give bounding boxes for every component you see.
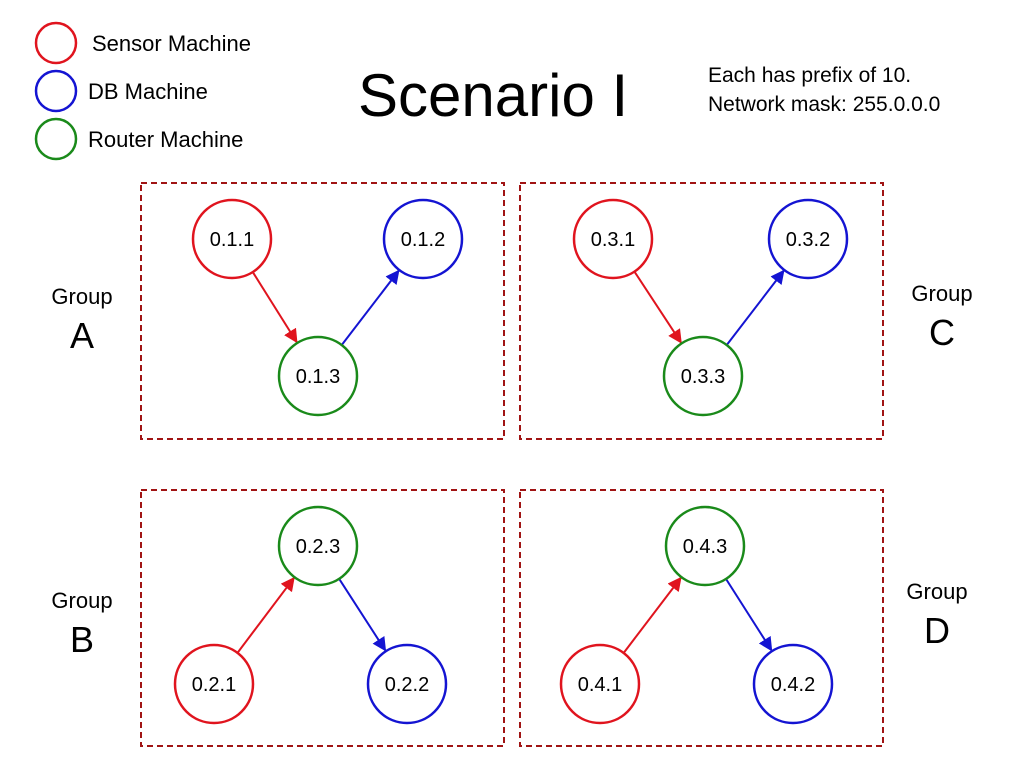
group-a-letter: A [69, 315, 94, 356]
group-d-db-node [752, 643, 834, 725]
group-b-router-address: 0.2.3 [296, 536, 340, 558]
legend-router-label: Router Machine [88, 127, 244, 152]
group-d-sensor-node [559, 643, 641, 725]
group-b-sensor-node [173, 643, 255, 725]
edge-c-router-to-db [725, 269, 785, 346]
prefix-note: Each has prefix of 10. [708, 64, 912, 87]
group-a-router-node [277, 335, 359, 417]
group-b-letter: B [69, 619, 94, 660]
group-b-router-node [277, 505, 359, 587]
group-c-db-address: 0.3.2 [786, 229, 830, 251]
group-a-sensor-address: 0.1.1 [210, 229, 254, 251]
group-d-box [519, 489, 884, 747]
group-c-box [519, 182, 884, 440]
group-c-router-address: 0.3.3 [681, 366, 725, 388]
group-a-router-address: 0.1.3 [296, 366, 340, 388]
group-a-sensor-node [191, 198, 273, 280]
edge-c-sensor-to-router [633, 271, 682, 344]
group-c-letter: C [929, 312, 955, 353]
group-d-db-address: 0.4.2 [771, 674, 815, 696]
group-a-db-address: 0.1.2 [401, 229, 445, 251]
group-c-word: Group [911, 281, 973, 306]
group-a-box [140, 182, 505, 440]
group-c-sensor-address: 0.3.1 [591, 229, 635, 251]
group-d-word: Group [906, 579, 968, 604]
group-c-db-node [767, 198, 849, 280]
group-d-letter: D [924, 610, 950, 651]
group-a-db-node [382, 198, 464, 280]
edge-a-router-to-db [340, 269, 400, 346]
group-c-router-node [662, 335, 744, 417]
edge-d-router-to-db [725, 578, 773, 652]
group-d-sensor-address: 0.4.1 [578, 674, 622, 696]
edge-d-sensor-to-router [622, 576, 682, 654]
group-b-db-address: 0.2.2 [385, 674, 429, 696]
legend-router-swatch [34, 117, 78, 161]
group-b-word: Group [51, 588, 113, 613]
group-d-router-node [664, 505, 746, 587]
diagram-title: Scenario I [358, 62, 629, 129]
group-b-sensor-address: 0.2.1 [192, 674, 236, 696]
legend-sensor-swatch [34, 21, 78, 65]
edge-a-sensor-to-router [251, 271, 298, 344]
group-d-router-address: 0.4.3 [683, 536, 727, 558]
group-b-box [140, 489, 505, 747]
edge-b-router-to-db [338, 578, 387, 652]
group-a-word: Group [51, 284, 113, 309]
legend-db-label: DB Machine [88, 79, 208, 104]
legend-db-swatch [34, 69, 78, 113]
group-b-db-node [366, 643, 448, 725]
legend-sensor-label: Sensor Machine [92, 31, 251, 56]
netmask-note: Network mask: 255.0.0.0 [708, 93, 941, 116]
group-c-sensor-node [572, 198, 654, 280]
edge-b-sensor-to-router [236, 576, 295, 654]
